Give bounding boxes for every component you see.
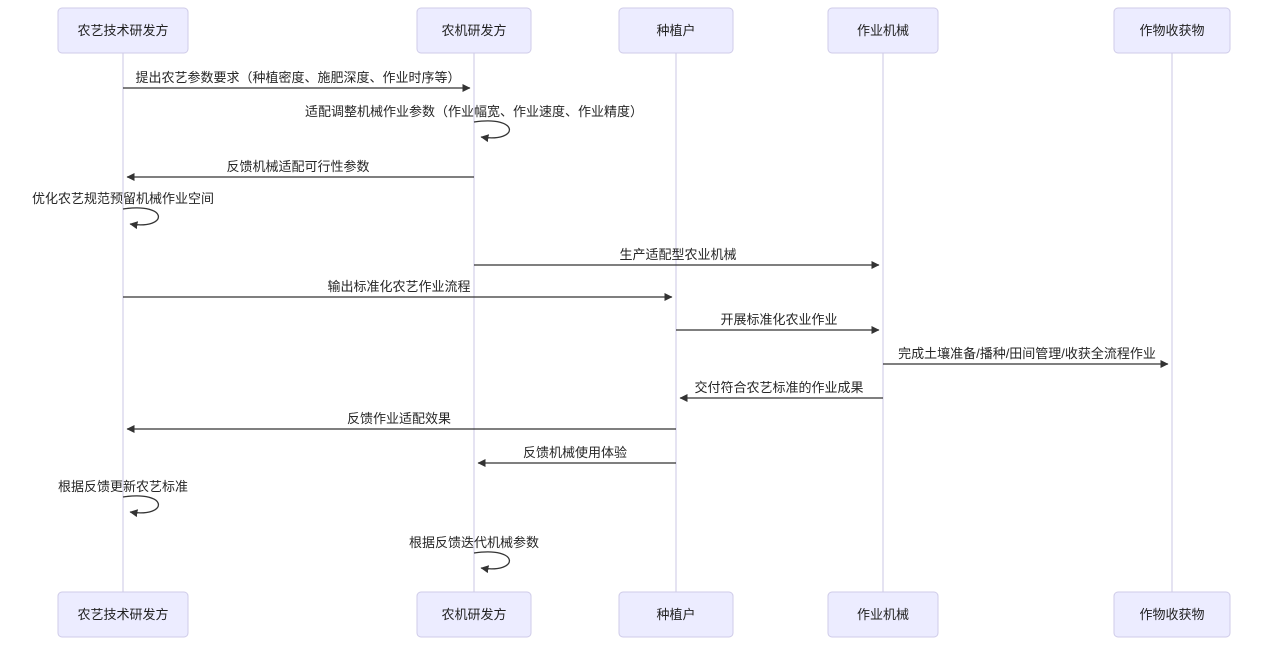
- actor-top-crop-harvest: 作物收获物: [1113, 7, 1231, 54]
- actor-top-work-machine: 作业机械: [827, 7, 939, 54]
- message-6: 开展标准化农业作业: [676, 312, 880, 334]
- message-label: 根据反馈迭代机械参数: [409, 535, 539, 550]
- actor-label: 农艺技术研发方: [77, 23, 168, 38]
- actor-box: [57, 591, 189, 638]
- message-0: 提出农艺参数要求（种植密度、施肥深度、作业时序等）: [123, 70, 471, 92]
- message-label: 适配调整机械作业参数（作业幅宽、作业速度、作业精度）: [305, 104, 643, 119]
- actor-label: 作业机械: [857, 607, 909, 622]
- message-label: 输出标准化农艺作业流程: [327, 279, 470, 294]
- actor-top-agronomy-rd: 农艺技术研发方: [57, 7, 189, 54]
- message-label: 根据反馈更新农艺标准: [58, 479, 188, 494]
- message-12: 根据反馈迭代机械参数: [409, 535, 539, 574]
- actor-label: 种植户: [656, 23, 695, 38]
- actor-label: 作业机械: [857, 23, 909, 38]
- message-1: 适配调整机械作业参数（作业幅宽、作业速度、作业精度）: [305, 104, 643, 143]
- actor-bottom-work-machine: 作业机械: [827, 591, 939, 638]
- actor-bottom-machinery-rd: 农机研发方: [416, 591, 532, 638]
- actor-box: [57, 7, 189, 54]
- message-label: 反馈机械使用体验: [523, 445, 627, 460]
- actor-box: [1113, 7, 1231, 54]
- actor-box: [416, 7, 532, 54]
- message-label: 完成土壤准备/播种/田间管理/收获全流程作业: [898, 346, 1156, 361]
- self-loop-arrow: [122, 207, 160, 230]
- message-2: 反馈机械适配可行性参数: [126, 159, 474, 181]
- self-loop-arrow: [122, 495, 160, 518]
- actor-label: 农艺技术研发方: [77, 607, 168, 622]
- message-label: 反馈机械适配可行性参数: [226, 159, 369, 174]
- self-loop-arrow: [473, 551, 511, 574]
- actor-top-machinery-rd: 农机研发方: [416, 7, 532, 54]
- actor-label: 作物收获物: [1139, 607, 1204, 622]
- message-label: 开展标准化农业作业: [720, 312, 837, 327]
- actor-label: 农机研发方: [441, 23, 506, 38]
- message-label: 提出农艺参数要求（种植密度、施肥深度、作业时序等）: [135, 70, 460, 85]
- message-3: 优化农艺规范预留机械作业空间: [32, 191, 214, 230]
- actor-label: 种植户: [656, 607, 695, 622]
- actor-box: [827, 7, 939, 54]
- actor-box: [1113, 591, 1231, 638]
- message-4: 生产适配型农业机械: [474, 247, 880, 269]
- actor-box: [827, 591, 939, 638]
- message-10: 反馈机械使用体验: [477, 445, 676, 467]
- message-label: 反馈作业适配效果: [347, 411, 451, 426]
- actor-top-grower: 种植户: [618, 7, 734, 54]
- actor-box: [618, 7, 734, 54]
- actor-bottom-grower: 种植户: [618, 591, 734, 638]
- self-loop-arrow: [473, 120, 511, 143]
- message-label: 交付符合农艺标准的作业成果: [694, 380, 863, 395]
- actor-bottom-crop-harvest: 作物收获物: [1113, 591, 1231, 638]
- actor-label: 作物收获物: [1139, 23, 1204, 38]
- message-label: 优化农艺规范预留机械作业空间: [32, 191, 214, 206]
- actor-label: 农机研发方: [441, 607, 506, 622]
- message-9: 反馈作业适配效果: [126, 411, 676, 433]
- message-11: 根据反馈更新农艺标准: [58, 479, 188, 518]
- message-label: 生产适配型农业机械: [619, 247, 736, 262]
- actor-box: [618, 591, 734, 638]
- actor-bottom-agronomy-rd: 农艺技术研发方: [57, 591, 189, 638]
- actor-box: [416, 591, 532, 638]
- message-8: 交付符合农艺标准的作业成果: [679, 380, 883, 402]
- message-7: 完成土壤准备/播种/田间管理/收获全流程作业: [883, 346, 1169, 368]
- message-5: 输出标准化农艺作业流程: [123, 279, 673, 301]
